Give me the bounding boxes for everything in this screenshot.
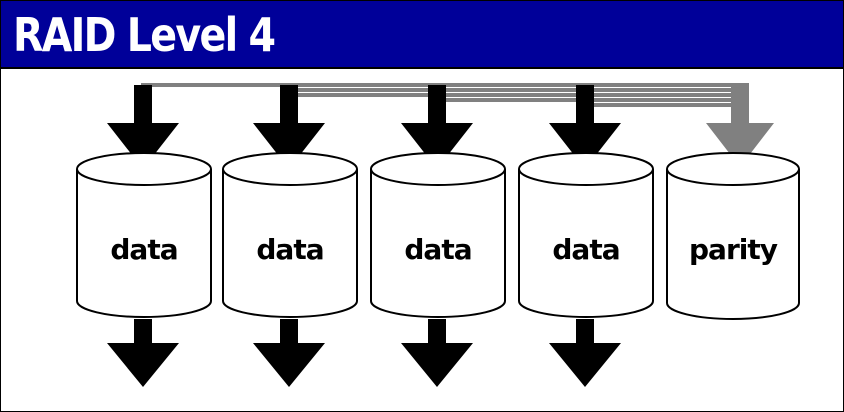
disk-top — [76, 152, 212, 186]
disk-label: data — [256, 233, 323, 266]
disk-4: data — [518, 152, 654, 318]
read-arrow-4 — [549, 319, 621, 387]
write-arrow-4 — [549, 85, 621, 169]
disk-body — [76, 169, 212, 318]
disk-body — [666, 169, 800, 320]
disk-body — [222, 169, 358, 318]
disk-label: data — [404, 233, 471, 266]
parity-feed-line-3 — [289, 93, 749, 97]
disk-body — [518, 169, 654, 318]
title-bar: RAID Level 4 — [1, 1, 843, 69]
disk-label: data — [110, 233, 177, 266]
disk-3: data — [370, 152, 506, 318]
parity-feed-line-5 — [585, 103, 749, 107]
read-arrow-1 — [107, 319, 179, 387]
disk-5-parity: parity — [666, 152, 800, 320]
disk-label: data — [552, 233, 619, 266]
read-arrow-2 — [253, 319, 325, 387]
disk-label: parity — [689, 233, 778, 266]
disk-2: data — [222, 152, 358, 318]
disk-body — [370, 169, 506, 318]
write-arrow-1 — [107, 85, 179, 169]
write-arrow-2 — [253, 85, 325, 169]
disk-1: data — [76, 152, 212, 318]
parity-feed-line-2 — [289, 88, 749, 92]
write-arrow-3 — [401, 85, 473, 169]
disk-top — [370, 152, 506, 186]
diagram-title: RAID Level 4 — [13, 8, 276, 62]
parity-write-arrow — [706, 85, 774, 167]
disk-top — [222, 152, 358, 186]
disk-top — [518, 152, 654, 186]
read-arrow-3 — [401, 319, 473, 387]
disk-top — [666, 152, 800, 186]
